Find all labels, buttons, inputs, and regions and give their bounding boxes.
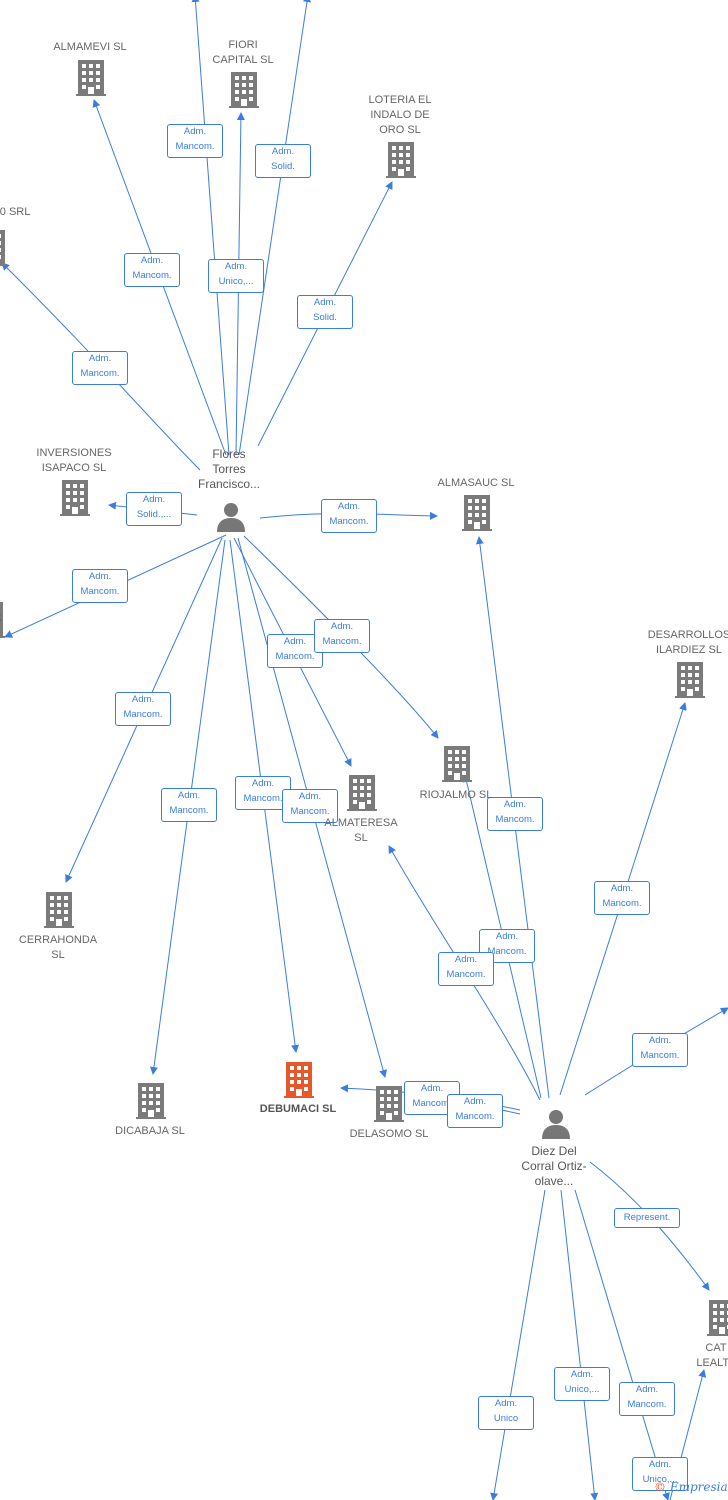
company-building-icon[interactable]	[44, 892, 74, 928]
company-building-icon[interactable]	[374, 1086, 404, 1122]
relation-edge	[560, 1189, 599, 1500]
company-name[interactable]: S	[0, 612, 2, 627]
company-building-icon[interactable]	[60, 480, 90, 516]
edge-role-label[interactable]: Adm. Unico,...	[632, 1457, 688, 1491]
edge-role-label[interactable]: Adm. Mancom.	[124, 253, 180, 287]
edge-role-label[interactable]: Adm. Mancom.	[72, 569, 128, 603]
company-building-icon[interactable]	[76, 60, 106, 96]
edge-role-label[interactable]: Adm. Unico,...	[208, 259, 264, 293]
brand-watermark: © Empresia	[654, 1480, 728, 1494]
company-name[interactable]: RIOJALMO SL	[419, 789, 493, 801]
edge-role-label[interactable]: Adm. Mancom.	[161, 788, 217, 822]
company-building-icon[interactable]	[442, 746, 472, 782]
company-building-icon[interactable]	[462, 495, 492, 531]
edge-role-label[interactable]: Adm. Solid.,...	[126, 492, 182, 526]
company-name[interactable]: ALMASAUC SL	[437, 477, 515, 489]
edge-role-label[interactable]: Adm. Mancom.	[282, 789, 338, 823]
company-building-icon[interactable]	[229, 72, 259, 108]
edge-role-label[interactable]: Adm. Unico	[478, 1396, 534, 1430]
edge-role-label[interactable]: Adm. Mancom.	[314, 619, 370, 653]
company-name[interactable]: ALMATERESA SL	[324, 817, 398, 844]
person-icon[interactable]	[217, 503, 245, 532]
company-building-icon[interactable]	[0, 230, 7, 266]
relation-edge	[191, 0, 230, 456]
company-name[interactable]: CERRAHONDA SL	[18, 934, 98, 961]
edge-role-label[interactable]: Adm. Mancom.	[235, 776, 291, 810]
company-name[interactable]: DEBUMACI SL	[259, 1103, 337, 1115]
company-name[interactable]: INVERSIONES ISAPACO SL	[36, 447, 112, 474]
edge-role-label[interactable]: Adm. Mancom.	[447, 1094, 503, 1128]
person-name[interactable]: Diez Del Corral Ortiz- olave...	[521, 1144, 587, 1188]
edge-role-label[interactable]: Adm. Solid.	[255, 144, 311, 178]
edge-role-label[interactable]: Adm. Solid.	[297, 295, 353, 329]
company-name[interactable]: DICABAJA SL	[115, 1125, 185, 1137]
edge-role-label[interactable]: Represent.	[614, 1208, 680, 1228]
relation-edge	[490, 1189, 546, 1500]
company-building-icon[interactable]	[347, 775, 377, 811]
company-building-icon[interactable]	[675, 662, 705, 698]
person-name[interactable]: Flores Torres Francisco...	[197, 447, 261, 491]
edge-role-label[interactable]: Adm. Mancom.	[632, 1033, 688, 1067]
company-building-icon[interactable]	[136, 1083, 166, 1119]
edge-role-label[interactable]: Adm. Mancom.	[72, 351, 128, 385]
edge-role-label[interactable]: Adm. Mancom.	[619, 1382, 675, 1416]
edge-role-label[interactable]: Adm. Mancom.	[267, 634, 323, 668]
company-name[interactable]: 20 SRL	[0, 206, 31, 218]
edge-role-label[interactable]: Adm. Mancom.	[115, 692, 171, 726]
relation-edge	[574, 1189, 670, 1500]
company-name[interactable]: FIORI CAPITAL SL	[212, 39, 274, 66]
edge-role-label[interactable]: Adm. Unico,...	[554, 1367, 610, 1401]
person-icon[interactable]	[542, 1110, 570, 1139]
edge-role-label[interactable]: Adm. Mancom.	[594, 881, 650, 915]
company-building-icon[interactable]	[386, 142, 416, 178]
company-name[interactable]: DESARROLLOS ILARDIEZ SL	[647, 629, 728, 656]
relation-edge	[238, 0, 311, 456]
edge-role-label[interactable]: Adm. Mancom.	[487, 797, 543, 831]
edge-role-label[interactable]: Adm. Mancom.	[167, 124, 223, 158]
edge-role-label[interactable]: Adm. Mancom.	[438, 952, 494, 986]
edge-role-label[interactable]: Adm. Mancom.	[321, 499, 377, 533]
company-name[interactable]: ALMAMEVI SL	[53, 41, 127, 53]
company-name[interactable]: DELASOMO SL	[349, 1128, 429, 1140]
company-name[interactable]: CAT LEALTA	[696, 1342, 728, 1369]
company-name[interactable]: LOTERIA EL INDALO DE ORO SL	[368, 94, 432, 136]
company-building-icon[interactable]	[284, 1062, 314, 1098]
company-building-icon[interactable]	[707, 1300, 728, 1336]
